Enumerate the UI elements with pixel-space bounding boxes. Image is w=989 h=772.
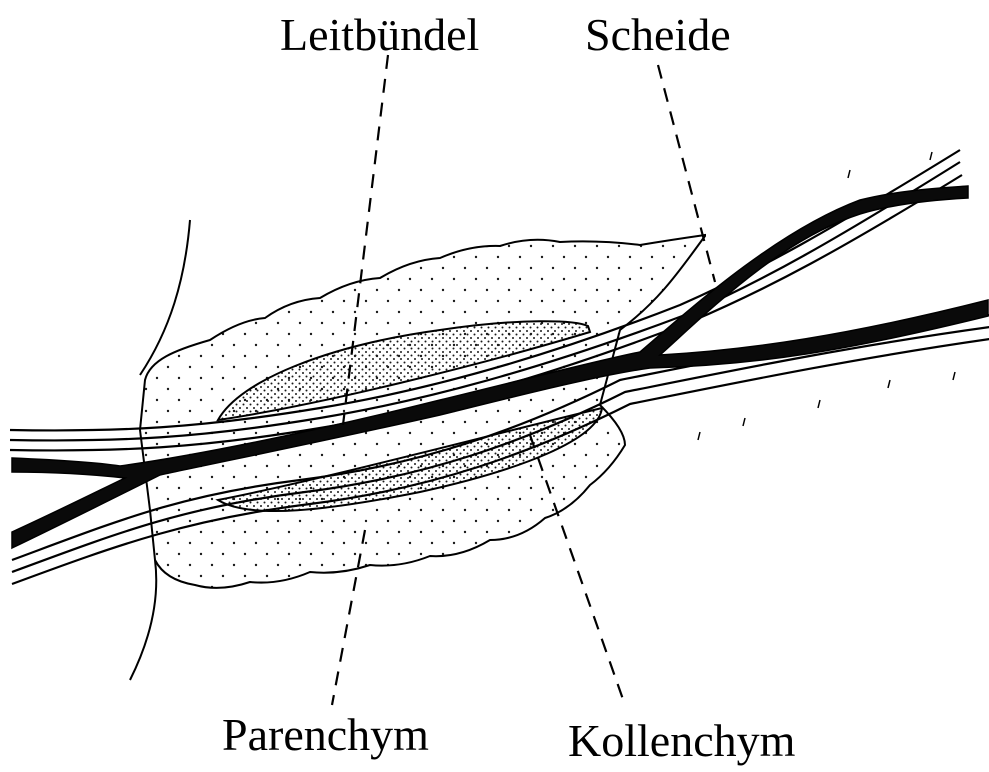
label-sheath: Scheide — [585, 12, 731, 58]
label-collenchyma: Kollenchym — [568, 718, 795, 764]
label-parenchyma: Parenchym — [222, 712, 429, 758]
label-vascular-bundle: Leitbündel — [280, 12, 479, 58]
